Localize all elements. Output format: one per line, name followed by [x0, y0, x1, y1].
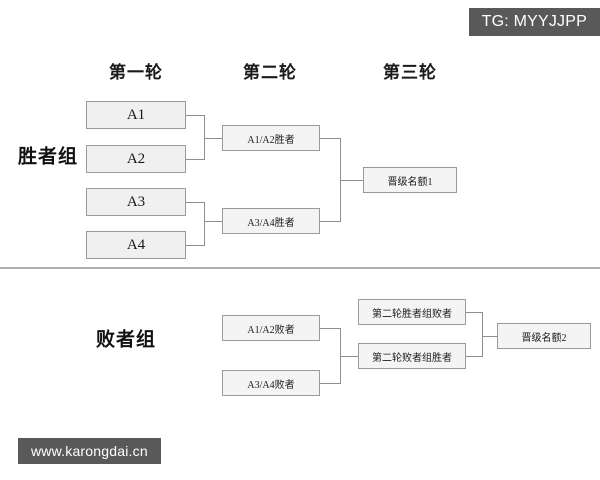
- bracket-box-advancement-slot-2[interactable]: 晋级名额2: [497, 323, 591, 349]
- connector-a3a4-vertical: [204, 202, 205, 246]
- section-divider: [0, 267, 600, 269]
- bracket-box-losers-r2-2[interactable]: 第二轮败者组胜者: [358, 343, 466, 369]
- connector-losers-r1-2-stub: [320, 383, 340, 384]
- connector-a1a2-vertical: [204, 115, 205, 160]
- bracket-box-a3[interactable]: A3: [86, 188, 186, 216]
- bracket-box-a4[interactable]: A4: [86, 231, 186, 259]
- connector-a1-stub: [186, 115, 204, 116]
- connector-winners-final-lead: [340, 180, 363, 181]
- bracket-box-winners-semi-2[interactable]: A3/A4胜者: [222, 208, 320, 234]
- round-label-3: 第三轮: [383, 63, 437, 82]
- round-label-2: 第二轮: [243, 63, 297, 82]
- telegram-watermark-badge: TG: MYYJJPP: [468, 8, 600, 36]
- group-label-losers: 败者组: [95, 329, 157, 351]
- connector-losers-r1-1-stub: [320, 328, 340, 329]
- group-label-winners: 胜者组: [17, 146, 79, 168]
- website-watermark-badge: www.karongdai.cn: [18, 438, 161, 464]
- connector-losers-r1-lead: [340, 356, 358, 357]
- round-label-1: 第一轮: [109, 63, 163, 82]
- bracket-box-losers-r2-1[interactable]: 第二轮胜者组败者: [358, 299, 466, 325]
- connector-losers-r2-1-stub: [466, 312, 482, 313]
- connector-winners-semi1-stub: [320, 138, 340, 139]
- bracket-box-losers-r1-2[interactable]: A3/A4败者: [222, 370, 320, 396]
- connector-a3a4-lead: [204, 221, 222, 222]
- connector-a4-stub: [186, 245, 204, 246]
- bracket-box-losers-r1-1[interactable]: A1/A2败者: [222, 315, 320, 341]
- connector-losers-final-vertical: [482, 312, 483, 357]
- connector-losers-r2-2-stub: [466, 356, 482, 357]
- connector-winners-semi2-stub: [320, 221, 340, 222]
- bracket-box-a2[interactable]: A2: [86, 145, 186, 173]
- bracket-box-a1[interactable]: A1: [86, 101, 186, 129]
- connector-a2-stub: [186, 159, 204, 160]
- bracket-box-advancement-slot-1[interactable]: 晋级名额1: [363, 167, 457, 193]
- connector-a1a2-lead: [204, 138, 222, 139]
- connector-a3-stub: [186, 202, 204, 203]
- bracket-box-winners-semi-1[interactable]: A1/A2胜者: [222, 125, 320, 151]
- connector-losers-final-lead: [482, 336, 497, 337]
